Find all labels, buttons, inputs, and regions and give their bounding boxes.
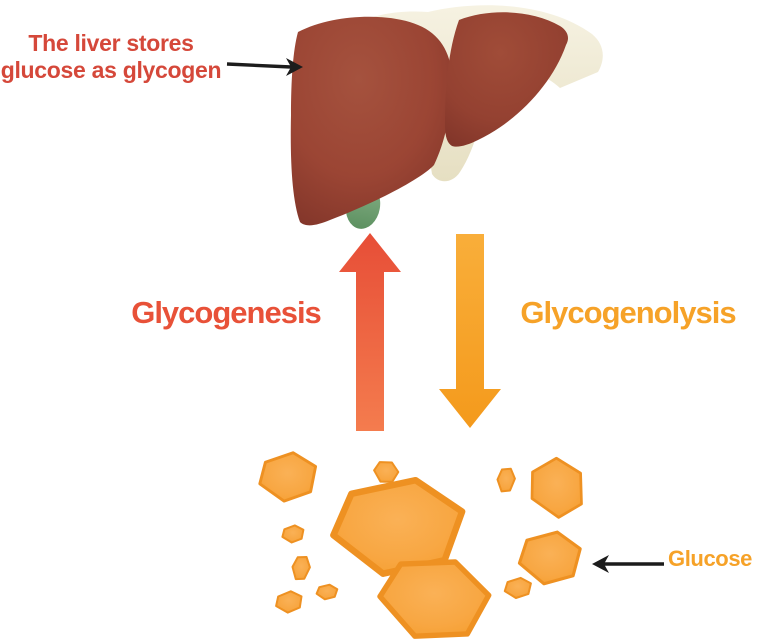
liver-right-lobe (445, 12, 568, 147)
glucose-hexagon (258, 451, 318, 503)
liver-left-lobe (290, 16, 453, 226)
glycogenesis-label: Glycogenesis (131, 295, 322, 330)
glucose-molecules (258, 451, 583, 639)
glycogenesis-up-arrow (339, 233, 401, 431)
glucose-hexagon (281, 524, 305, 544)
glucose-hexagon (315, 583, 339, 601)
glycogenolysis-label: Glycogenolysis (520, 295, 736, 330)
glucose-pointer-arrow (592, 555, 664, 573)
glucose-hexagon (503, 576, 532, 599)
liver-pointer-arrow (226, 58, 303, 76)
glucose-hexagon (291, 556, 311, 581)
glucose-label: Glucose (668, 546, 753, 571)
glucose-hexagon (517, 530, 582, 586)
glucose-hexagon (330, 476, 466, 577)
liver-note-line1: The liver stores (28, 30, 194, 56)
liver-note: The liver stores glucose as glycogen (0, 30, 222, 84)
glucose-hexagon (530, 456, 583, 519)
glucose-hexagon (373, 461, 400, 483)
liver-note-line2: glucose as glycogen (0, 57, 222, 84)
glycogenolysis-down-arrow (439, 234, 501, 428)
liver-organ (290, 5, 603, 229)
glucose-hexagon (275, 590, 303, 614)
glucose-hexagon (377, 559, 492, 639)
glucose-hexagon (496, 467, 516, 493)
